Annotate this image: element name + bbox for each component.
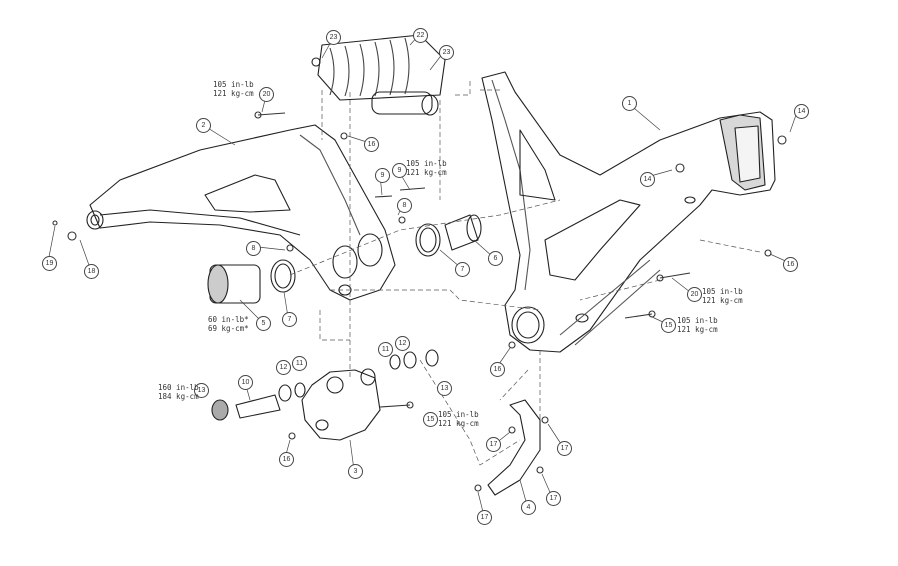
callout-15: 15 [423,412,438,427]
callout-16: 16 [783,257,798,272]
callout-8: 8 [246,241,261,256]
callout-8: 8 [397,198,412,213]
callout-7: 7 [282,312,297,327]
rocker-link [301,368,381,441]
bearing-7a [270,259,296,293]
callout-17: 17 [486,437,501,452]
callout-23: 23 [439,45,454,60]
callout-23: 23 [326,30,341,45]
callout-6: 6 [488,251,503,266]
callout-16: 16 [279,452,294,467]
main-frame [481,71,776,353]
callout-20: 20 [687,287,702,302]
axle-hub-5 [207,264,261,304]
bearings-12-11 [278,349,439,402]
callout-17: 17 [477,510,492,525]
callout-9: 9 [392,163,407,178]
callout-22: 22 [413,28,428,43]
callout-3: 3 [348,464,363,479]
callout-1: 1 [622,96,637,111]
callout-14: 14 [794,104,809,119]
callout-13: 13 [194,383,209,398]
callout-16: 16 [364,137,379,152]
callout-14: 14 [640,172,655,187]
swing-arm [86,124,396,301]
callout-17: 17 [557,441,572,456]
callout-9: 9 [375,168,390,183]
bolts [52,111,787,492]
callout-13: 13 [437,381,452,396]
bearing-7b [415,223,441,257]
callout-20: 20 [259,87,274,102]
callout-16: 16 [490,362,505,377]
spacer-6 [444,214,482,251]
torque-spec-axle: 60 in-lb*69 kg-cm* [208,315,249,333]
callout-18: 18 [84,264,99,279]
link-axle-10 [211,394,281,421]
rear-shock [311,34,446,116]
callout-2: 2 [196,118,211,133]
callout-11: 11 [378,342,393,357]
chain-guide [487,399,541,496]
callout-12: 12 [395,336,410,351]
callout-11: 11 [292,356,307,371]
callout-7: 7 [455,262,470,277]
callout-5: 5 [256,316,271,331]
callout-4: 4 [521,500,536,515]
assembly-lines [289,80,761,466]
callout-19: 19 [42,256,57,271]
callout-17: 17 [546,491,561,506]
callout-15: 15 [661,318,676,333]
callout-12: 12 [276,360,291,375]
callout-10: 10 [238,375,253,390]
